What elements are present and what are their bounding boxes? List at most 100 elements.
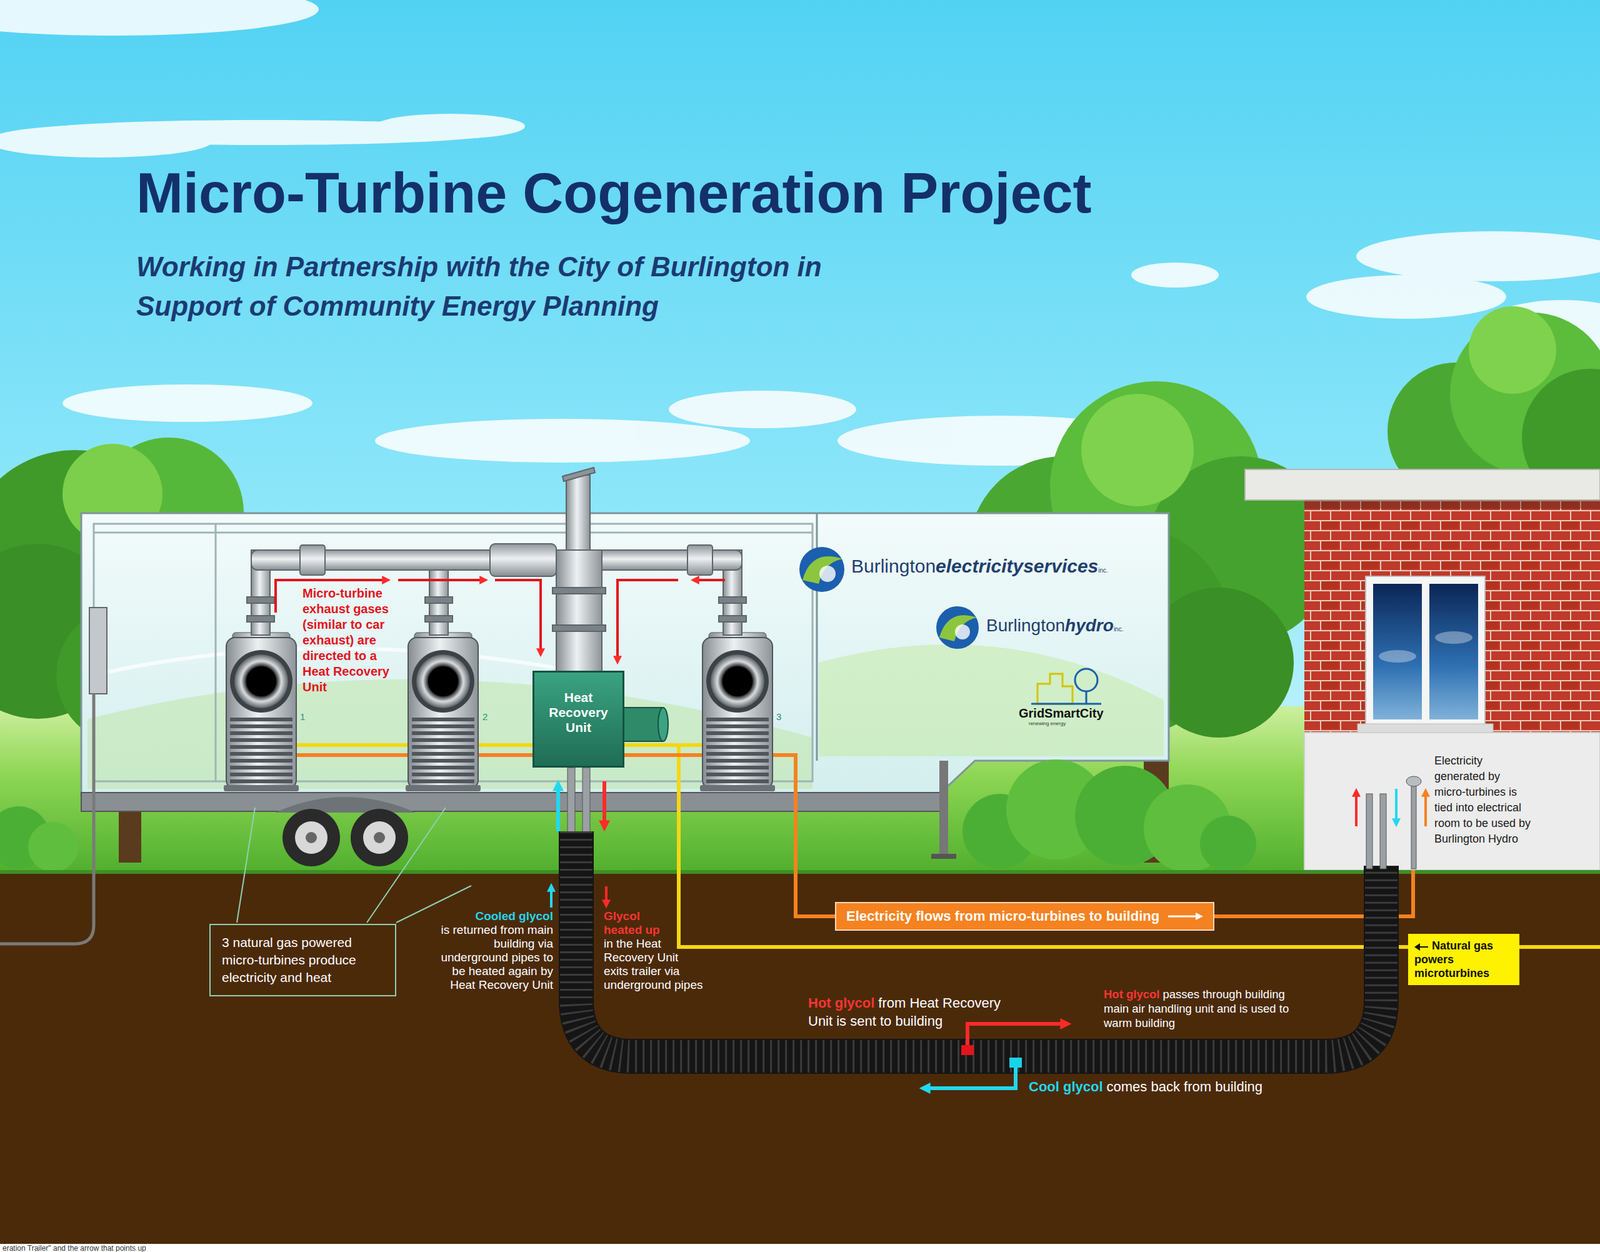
bushes-part — [28, 821, 79, 872]
trailer-part — [939, 760, 949, 856]
building-part — [1304, 500, 1600, 509]
building-part — [1304, 500, 1600, 733]
trailer-part — [282, 808, 340, 867]
bushes — [0, 759, 1257, 872]
hru-side-pipe-part — [658, 707, 669, 742]
flow-arrows-part — [928, 1067, 1016, 1089]
clouds-part — [0, 125, 213, 158]
building-part — [1373, 583, 1422, 720]
label-text: is returned from main building via under… — [435, 923, 554, 992]
label-group: Cooled glycolis returned from main build… — [435, 909, 554, 992]
tree-middle-part — [1081, 393, 1194, 507]
logo-icons-part — [1075, 668, 1098, 692]
glycol-hose-part — [1380, 793, 1387, 869]
clouds-part — [62, 384, 313, 422]
trailer-part — [295, 821, 328, 854]
tree-right-part — [1468, 306, 1557, 394]
arrow-shaft — [1168, 915, 1197, 918]
clouds-part — [0, 0, 319, 36]
clouds — [0, 0, 1600, 466]
label-text: Cooled glycol — [435, 909, 554, 924]
logo-icons-part — [802, 556, 843, 584]
label-group: Burlingtonhydroinc. — [986, 615, 1124, 639]
note-box: 3 natural gas powered micro-turbines pro… — [209, 923, 397, 997]
label-group: Hot glycolpasses through building main a… — [1103, 987, 1290, 1031]
exhaust-manifold-part — [552, 587, 606, 594]
glycol-hose — [567, 767, 1422, 1068]
node-text: Electricity flows from micro-turbines to… — [846, 908, 1160, 924]
label-text: 1 — [300, 711, 305, 722]
trailer-part — [81, 792, 944, 812]
service-lines-part — [296, 745, 1600, 947]
leader-lines-part — [396, 885, 472, 923]
diagram-title: Micro-Turbine Cogeneration Project — [136, 161, 1092, 226]
label-text: Burlington — [851, 555, 936, 577]
label-group: 2 — [482, 711, 488, 723]
leader-lines-part — [236, 807, 255, 923]
building-part — [1357, 723, 1494, 733]
clouds-part — [1131, 262, 1219, 288]
gas-note-box: Natural gas powers microturbines — [1408, 933, 1520, 985]
exhaust-manifold-part — [562, 467, 595, 482]
trailer-part — [305, 831, 317, 844]
leader-lines — [236, 807, 472, 923]
building-part — [1245, 469, 1600, 500]
logo-icons-part — [939, 615, 977, 642]
hru-side-pipe-part — [621, 707, 664, 742]
building-part — [1429, 583, 1479, 720]
exhaust-manifold-part — [718, 596, 747, 604]
glycol-hose-part — [961, 1045, 974, 1055]
exhaust-arrows-part — [617, 580, 679, 658]
exhaust-manifold-part — [300, 545, 325, 575]
label-text: Cool glycol — [1028, 1078, 1104, 1095]
glycol-hose-part — [1411, 782, 1417, 869]
flow-arrows-part — [550, 890, 553, 908]
micro-turbines-part — [405, 632, 481, 792]
label-group: 1 — [300, 711, 305, 723]
label-group: 3 — [776, 711, 782, 723]
trailer-part — [818, 644, 1164, 757]
exhaust-manifold-part — [490, 543, 557, 577]
logo-icons — [799, 546, 1102, 704]
arrow-head — [1195, 912, 1204, 920]
trailer-part — [931, 853, 957, 859]
logo-icons-part — [1037, 673, 1073, 704]
clouds-part — [1356, 231, 1600, 282]
trailer-part — [373, 831, 385, 844]
exhaust-manifold-part — [687, 545, 713, 575]
label-text: electricityservices — [935, 555, 1099, 577]
label-text: inc. — [1098, 566, 1109, 574]
hru-side-pipe — [621, 707, 669, 742]
label-group: Micro-turbine exhaust gases (similar to … — [302, 586, 400, 696]
label-text: in the Heat Recovery Unit exits trailer … — [603, 936, 706, 992]
flow-arrows-part — [1424, 795, 1427, 827]
exhaust-manifold-part — [246, 615, 275, 622]
logo-icons-part — [936, 606, 979, 649]
logo-icons-part — [819, 565, 836, 582]
exhaust-manifold-part — [556, 550, 602, 672]
logo-icons-part — [955, 624, 970, 640]
building — [1245, 469, 1600, 870]
glycol-hose-part — [1366, 793, 1373, 869]
exhaust-manifold-part — [246, 596, 275, 604]
clouds-part — [1306, 275, 1507, 319]
logo-icons-part — [1031, 691, 1102, 704]
building-part — [1365, 576, 1485, 727]
exhaust-manifold-part — [718, 615, 747, 622]
clouds-part — [375, 418, 750, 463]
glycol-hose-part — [576, 831, 1382, 1057]
flow-arrows-part — [556, 788, 560, 832]
label-group: Hot glycolfrom Heat Recovery Unit is sen… — [808, 995, 1012, 1032]
clouds-part — [668, 390, 857, 429]
flow-arrows-part — [1355, 795, 1358, 827]
exhaust-manifold-part — [552, 625, 606, 632]
exhaust-manifold-part — [425, 615, 453, 622]
building-part — [1435, 631, 1473, 644]
node-text: 3 natural gas powered micro-turbines pro… — [221, 935, 357, 985]
label-group: eration Trailer" and the arrow that poin… — [2, 1243, 147, 1252]
label-text: comes back from building — [1106, 1078, 1263, 1095]
label-text: Burlington — [986, 615, 1065, 635]
label-text: Micro-turbine exhaust gases (similar to … — [302, 586, 390, 694]
label-group: Burlingtonelectricityservicesinc. — [851, 555, 1109, 581]
